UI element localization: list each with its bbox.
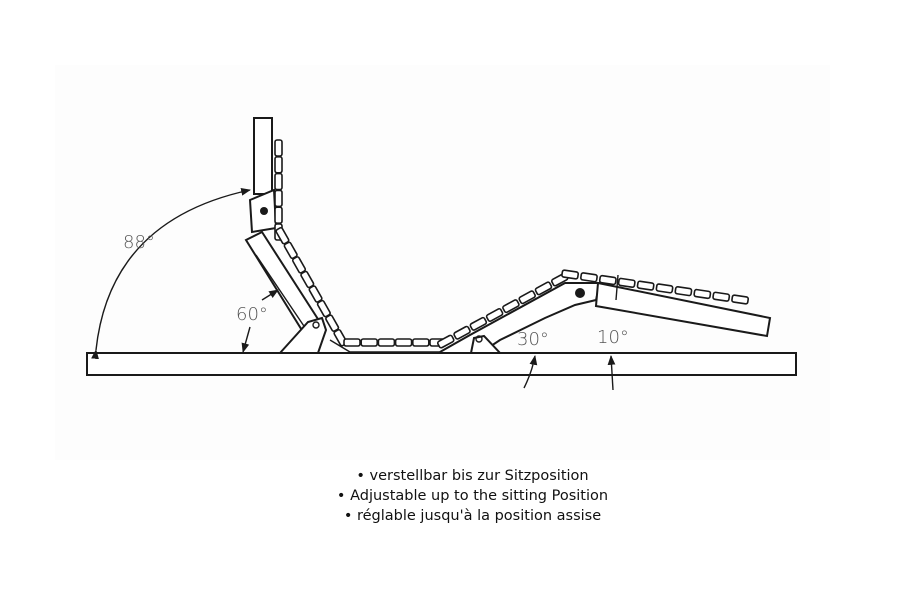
slat	[453, 325, 471, 340]
angle-88-label: 88°	[123, 232, 155, 253]
slat	[274, 206, 283, 224]
slat-group	[274, 139, 750, 349]
slat	[274, 139, 283, 157]
slat	[655, 283, 674, 294]
slat	[394, 338, 413, 347]
slat	[561, 269, 580, 280]
angle-30-label: 30°	[517, 329, 549, 350]
slat	[674, 286, 693, 297]
slat	[469, 316, 488, 331]
slat	[534, 281, 553, 296]
slat	[502, 299, 520, 314]
leg-angle-tick	[615, 274, 619, 301]
caption-french: • réglable jusqu'à la position assise	[343, 508, 602, 524]
leg-section	[594, 281, 772, 338]
slat	[598, 274, 617, 286]
hinge-pin-icon	[312, 321, 320, 329]
background-panel	[55, 65, 830, 460]
slat	[731, 294, 750, 305]
angle-60-label: 60°	[236, 304, 268, 325]
slat	[377, 338, 396, 347]
slat	[274, 156, 283, 174]
angle-10-arrow	[607, 355, 616, 391]
slat	[274, 172, 283, 191]
slat	[518, 290, 536, 305]
slat	[343, 338, 361, 347]
slat	[712, 291, 731, 302]
angle-60-arrow-frame	[261, 289, 279, 301]
base-board	[86, 352, 797, 376]
backrest-top-panel	[253, 117, 273, 195]
angle-88-arc	[91, 188, 251, 360]
angle-10-label: 10°	[597, 327, 629, 348]
slat	[274, 189, 283, 208]
bracket-pivot-icon	[260, 207, 268, 215]
slat	[617, 277, 636, 288]
slat	[693, 288, 712, 300]
knee-pivot-icon	[575, 288, 585, 298]
slat	[580, 272, 598, 283]
caption: • verstellbar bis zur Sitzposition • Adj…	[0, 466, 900, 526]
thigh-pin-icon	[475, 335, 483, 343]
slat	[436, 334, 455, 349]
angle-30-arrow	[523, 355, 538, 389]
seat-section	[329, 339, 440, 353]
frame-rail	[255, 254, 313, 339]
caption-german: • verstellbar bis zur Sitzposition	[356, 468, 589, 484]
slat	[485, 308, 504, 322]
angle-60-arrow-base	[241, 326, 251, 353]
thigh-hinge	[469, 334, 503, 354]
slat	[636, 280, 655, 291]
lower-hinge	[277, 316, 328, 354]
caption-english: • Adjustable up to the sitting Position	[336, 488, 609, 504]
slat	[411, 338, 430, 347]
slat	[360, 338, 379, 347]
